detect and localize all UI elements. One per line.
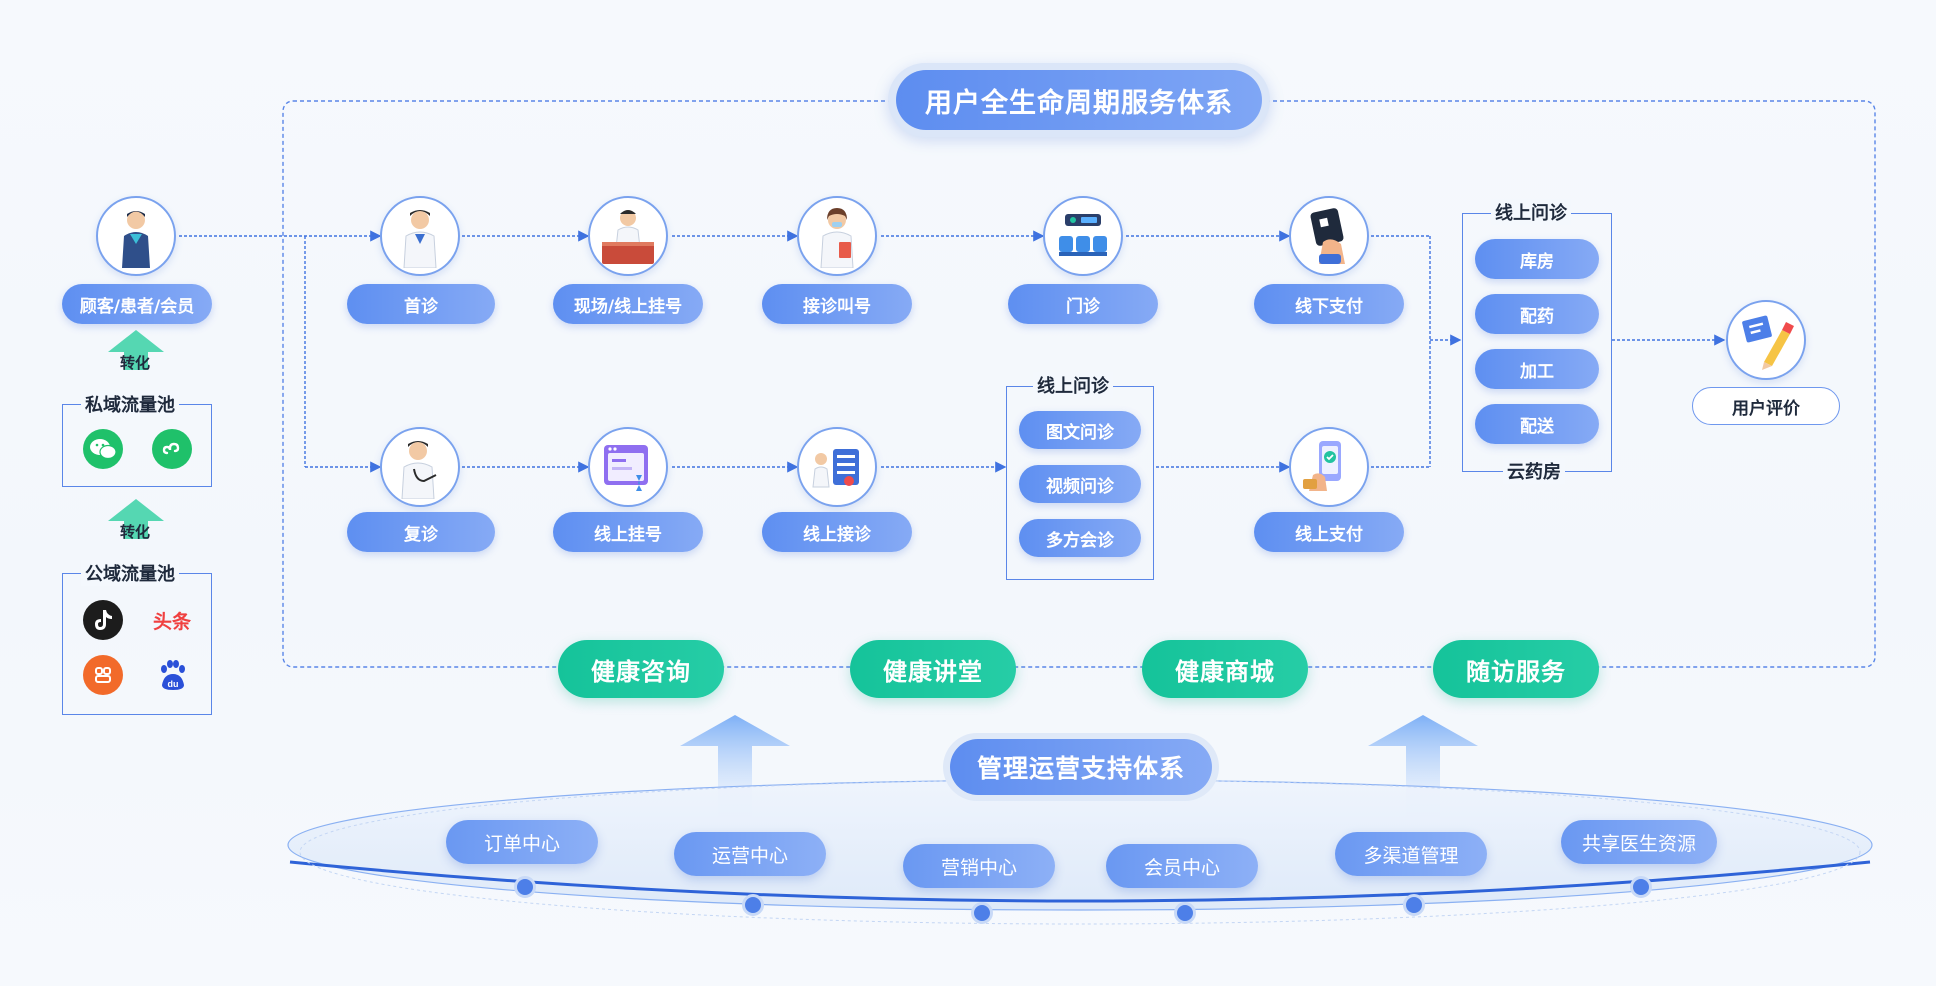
public-pool-box: 公域流量池 头条 du — [62, 560, 212, 715]
pharmacy-footer: 云药房 — [1503, 458, 1565, 484]
step-outpatient: 门诊 — [1008, 284, 1158, 324]
toutiao-icon: 头条 — [152, 610, 191, 633]
center-shared-doctors: 共享医生资源 — [1561, 820, 1717, 864]
step-call-number: 接诊叫号 — [762, 284, 912, 324]
offline-pay-avatar — [1289, 196, 1369, 276]
review-avatar — [1726, 300, 1806, 380]
nurse-call-avatar — [797, 196, 877, 276]
waiting-seats-icon — [1059, 214, 1107, 256]
public-pool-title: 公域流量池 — [81, 560, 179, 586]
management-title-badge: 管理运营支持体系 — [943, 733, 1219, 801]
step-online-registration: 线上挂号 — [553, 512, 703, 552]
convert-arrow-icon — [108, 499, 164, 539]
first-visit-doctor-avatar — [380, 196, 460, 276]
step-registration: 现场/线上挂号 — [553, 284, 703, 324]
customer-figure-icon — [122, 211, 150, 268]
center-membership: 会员中心 — [1106, 844, 1258, 888]
center-order: 订单中心 — [446, 820, 598, 864]
consult-video: 视频问诊 — [1019, 465, 1141, 503]
phone-payment-icon — [1303, 441, 1341, 491]
center-dot — [971, 902, 993, 924]
online-register-avatar — [588, 427, 668, 507]
revisit-doctor-avatar — [380, 427, 460, 507]
center-marketing: 营销中心 — [903, 844, 1055, 888]
online-consult-box: 线上问诊 图文问诊 视频问诊 多方会诊 — [1006, 372, 1154, 580]
management-title: 管理运营支持体系 — [950, 739, 1212, 795]
online-reception-avatar — [797, 427, 877, 507]
service-follow-up: 随访服务 — [1433, 640, 1599, 698]
online-doctors-icon — [812, 449, 859, 488]
page-title: 用户全生命周期服务体系 — [896, 70, 1262, 130]
doctor-icon — [403, 210, 437, 268]
online-consult-title: 线上问诊 — [1033, 372, 1113, 398]
online-window-icon — [604, 445, 648, 491]
center-dot — [514, 876, 536, 898]
registration-desk-icon — [602, 210, 654, 264]
step-first-visit: 首诊 — [347, 284, 495, 324]
convert-arrow-icon — [108, 330, 164, 370]
convert-label: 转化 — [120, 354, 151, 372]
baidu-icon: du — [152, 655, 192, 695]
center-dot — [742, 894, 764, 916]
card-payment-icon — [1310, 208, 1345, 264]
consult-multi-party: 多方会诊 — [1019, 519, 1141, 557]
pharmacy-dispensing: 配药 — [1475, 294, 1599, 334]
step-revisit: 复诊 — [347, 512, 495, 552]
xiaohongshu-icon — [83, 655, 123, 695]
nurse-icon — [820, 208, 854, 268]
convert-label: 转化 — [120, 523, 151, 541]
pharmacy-delivery: 配送 — [1475, 404, 1599, 444]
user-review-label: 用户评价 — [1692, 387, 1840, 425]
service-health-lecture: 健康讲堂 — [850, 640, 1016, 698]
pharmacy-processing: 加工 — [1475, 349, 1599, 389]
step-offline-payment: 线下支付 — [1254, 284, 1404, 324]
customer-label: 顾客/患者/会员 — [62, 284, 212, 324]
svg-text:du: du — [168, 679, 179, 689]
clinic-seats-avatar — [1043, 196, 1123, 276]
pharmacy-warehouse: 库房 — [1475, 239, 1599, 279]
pharmacy-title: 线上问诊 — [1491, 199, 1571, 225]
online-pay-avatar — [1289, 427, 1369, 507]
step-online-reception: 线上接诊 — [762, 512, 912, 552]
center-multichannel: 多渠道管理 — [1335, 832, 1487, 876]
lifecycle-title-badge: 用户全生命周期服务体系 — [888, 63, 1270, 137]
douyin-icon — [83, 600, 123, 640]
doctor-stethoscope-icon — [401, 441, 437, 499]
review-note-icon — [1742, 315, 1794, 370]
private-pool-title: 私域流量池 — [81, 391, 179, 417]
registration-desk-avatar — [588, 196, 668, 276]
service-health-mall: 健康商城 — [1142, 640, 1308, 698]
center-dot — [1174, 902, 1196, 924]
center-operations: 运营中心 — [674, 832, 826, 876]
center-dot — [1630, 876, 1652, 898]
mini-program-icon — [152, 429, 192, 469]
center-dot — [1403, 894, 1425, 916]
consult-text-image: 图文问诊 — [1019, 411, 1141, 449]
cloud-pharmacy-box: 线上问诊 库房 配药 加工 配送 云药房 — [1462, 199, 1612, 484]
step-online-payment: 线上支付 — [1254, 512, 1404, 552]
customer-avatar — [96, 196, 176, 276]
service-health-consult: 健康咨询 — [558, 640, 724, 698]
private-pool-box: 私域流量池 — [62, 391, 212, 487]
wechat-icon — [83, 429, 123, 469]
